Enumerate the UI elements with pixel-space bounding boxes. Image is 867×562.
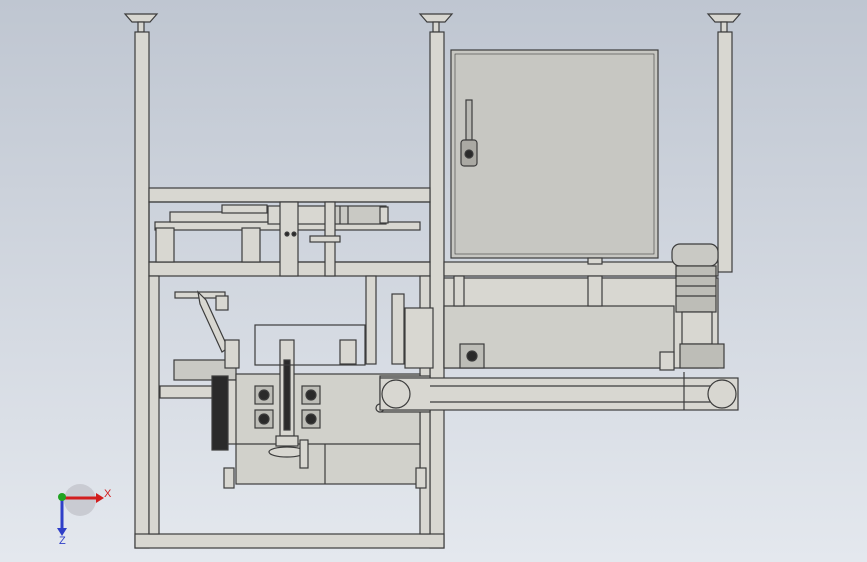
axis-triad: X Z [57, 484, 112, 547]
leveling-foot-right [706, 13, 742, 33]
drive-motor [671, 243, 719, 267]
y-axis-point [58, 493, 66, 501]
leveling-foot-left [123, 13, 159, 33]
conveyor-drive [379, 243, 739, 411]
electrical-cabinet [450, 49, 659, 265]
leveling-foot-middle [418, 13, 454, 33]
upper-cylinder-assembly [148, 201, 431, 277]
lower-mechanism [159, 275, 434, 489]
x-axis-label: X [104, 488, 112, 500]
z-axis-label: Z [59, 535, 66, 547]
cabinet-handle[interactable] [460, 99, 478, 167]
